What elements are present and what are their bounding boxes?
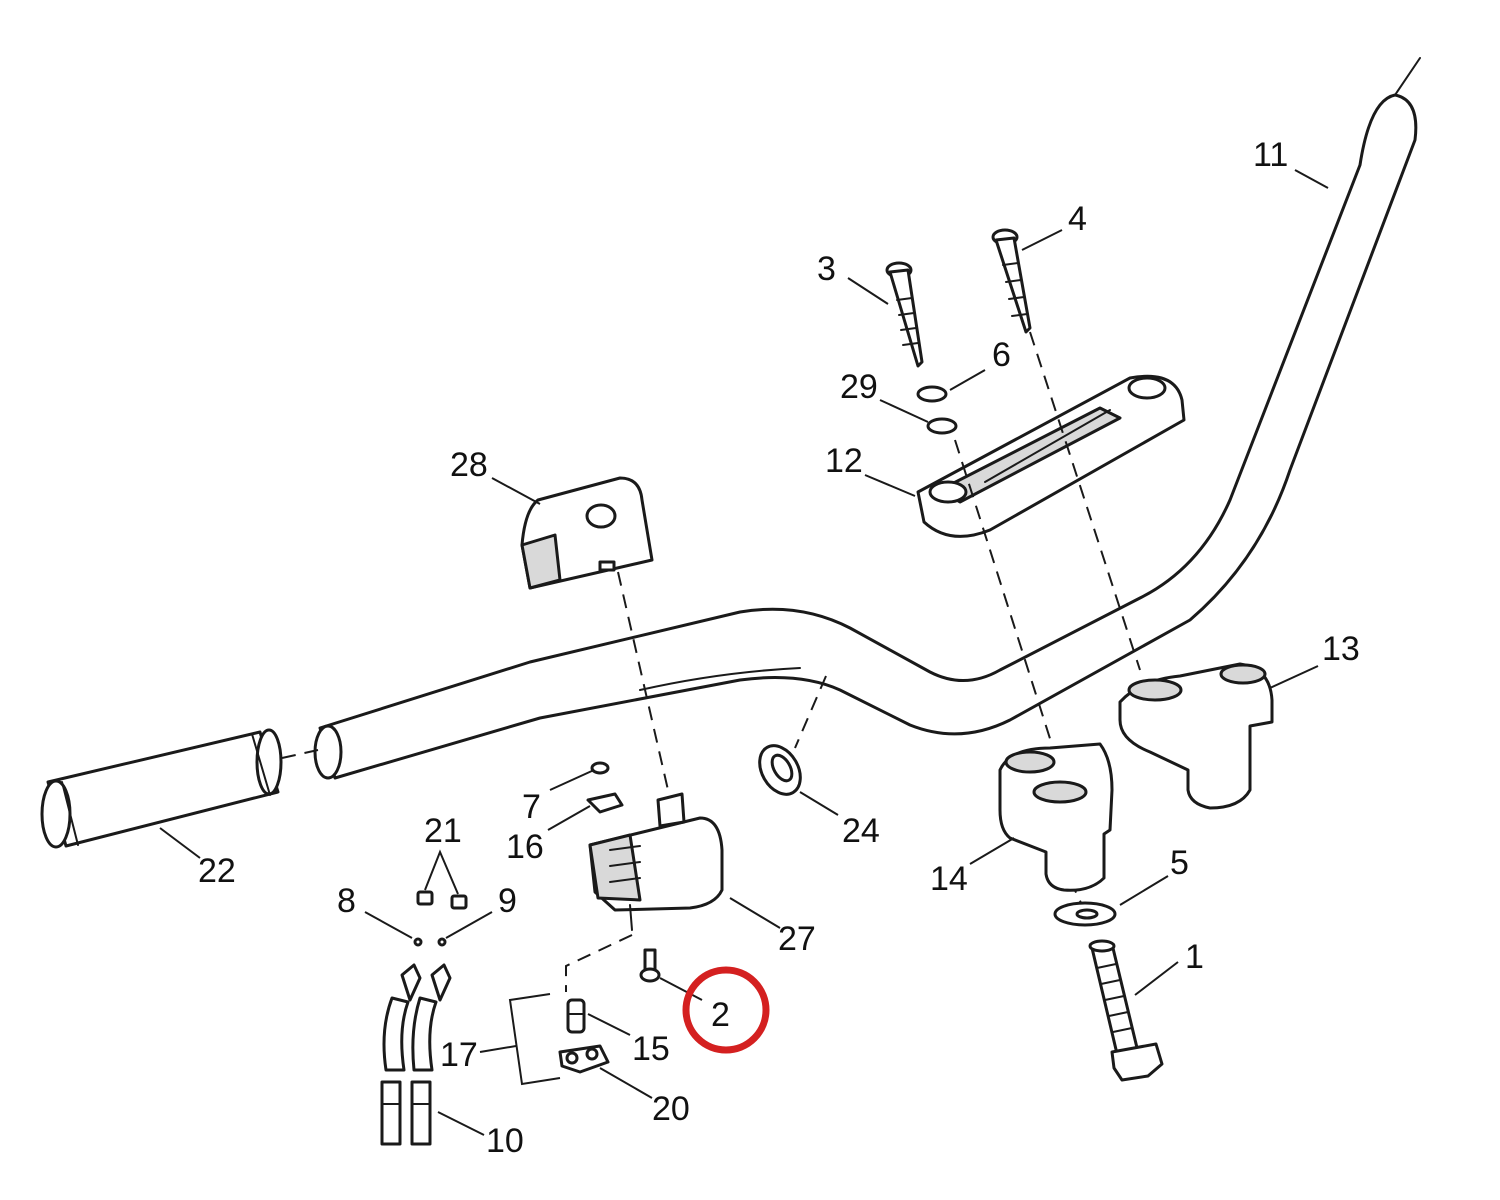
part-plunger-15 — [566, 998, 586, 1034]
part-riser-clamp-12 — [916, 374, 1186, 538]
clamp-dashline — [794, 675, 827, 749]
part-handlebar — [313, 57, 1421, 780]
cover-dashline — [617, 571, 669, 791]
part-bolt-3 — [885, 261, 924, 368]
part-switch-20 — [558, 1044, 610, 1074]
callout-6: 6 — [992, 336, 1011, 374]
callout-17: 17 — [440, 1036, 478, 1074]
part-pin-9 — [437, 937, 447, 947]
callout-7: 7 — [522, 788, 541, 826]
bracket-17 — [508, 993, 561, 1086]
part-bolt-4 — [991, 228, 1032, 334]
callout-14: 14 — [930, 860, 968, 898]
callout-28: 28 — [450, 446, 488, 484]
part-washer-29 — [926, 417, 958, 435]
part-wires — [380, 963, 452, 1146]
housing-dashline — [565, 934, 633, 992]
part-switch-housing — [588, 792, 724, 931]
callout-21: 21 — [424, 812, 462, 850]
callout-22: 22 — [198, 852, 236, 890]
callout-labels: 1 2 3 4 5 6 7 8 9 10 11 12 13 14 15 16 1… — [198, 136, 1360, 1160]
callout-8: 8 — [337, 882, 356, 920]
part-grip — [40, 728, 283, 849]
callout-16: 16 — [506, 828, 544, 866]
bolt3-dashline — [954, 439, 1061, 771]
callout-9: 9 — [498, 882, 517, 920]
highlight-circle — [682, 966, 770, 1054]
callout-1: 1 — [1185, 938, 1204, 976]
bolt4-dashline — [1029, 331, 1141, 671]
part-washer-5-hole — [1075, 908, 1099, 920]
part-connectors-21 — [416, 849, 468, 910]
part-riser-13 — [1118, 662, 1274, 810]
callout-20: 20 — [652, 1090, 690, 1128]
callout-15: 15 — [632, 1030, 670, 1068]
part-bolt-1 — [1088, 939, 1164, 1082]
grip-dashline — [281, 749, 319, 759]
part-switch-cover — [520, 476, 654, 590]
leader-lines — [159, 169, 1329, 1136]
callout-4: 4 — [1068, 200, 1087, 238]
callout-13: 13 — [1322, 630, 1360, 668]
part-screw-2 — [639, 948, 661, 983]
part-washer-6 — [916, 385, 948, 403]
callout-24: 24 — [842, 812, 880, 850]
callout-3: 3 — [817, 250, 836, 288]
callout-11: 11 — [1253, 136, 1288, 174]
part-clamp-24 — [758, 744, 802, 796]
callout-2: 2 — [711, 996, 730, 1034]
part-pin-8 — [413, 937, 423, 947]
part-riser-14 — [998, 742, 1114, 892]
callout-29: 29 — [840, 368, 878, 406]
callout-5: 5 — [1170, 844, 1189, 882]
callout-10: 10 — [486, 1122, 524, 1160]
callout-27: 27 — [778, 920, 816, 958]
callout-12: 12 — [825, 442, 863, 480]
part-7-16-clip — [586, 761, 624, 814]
